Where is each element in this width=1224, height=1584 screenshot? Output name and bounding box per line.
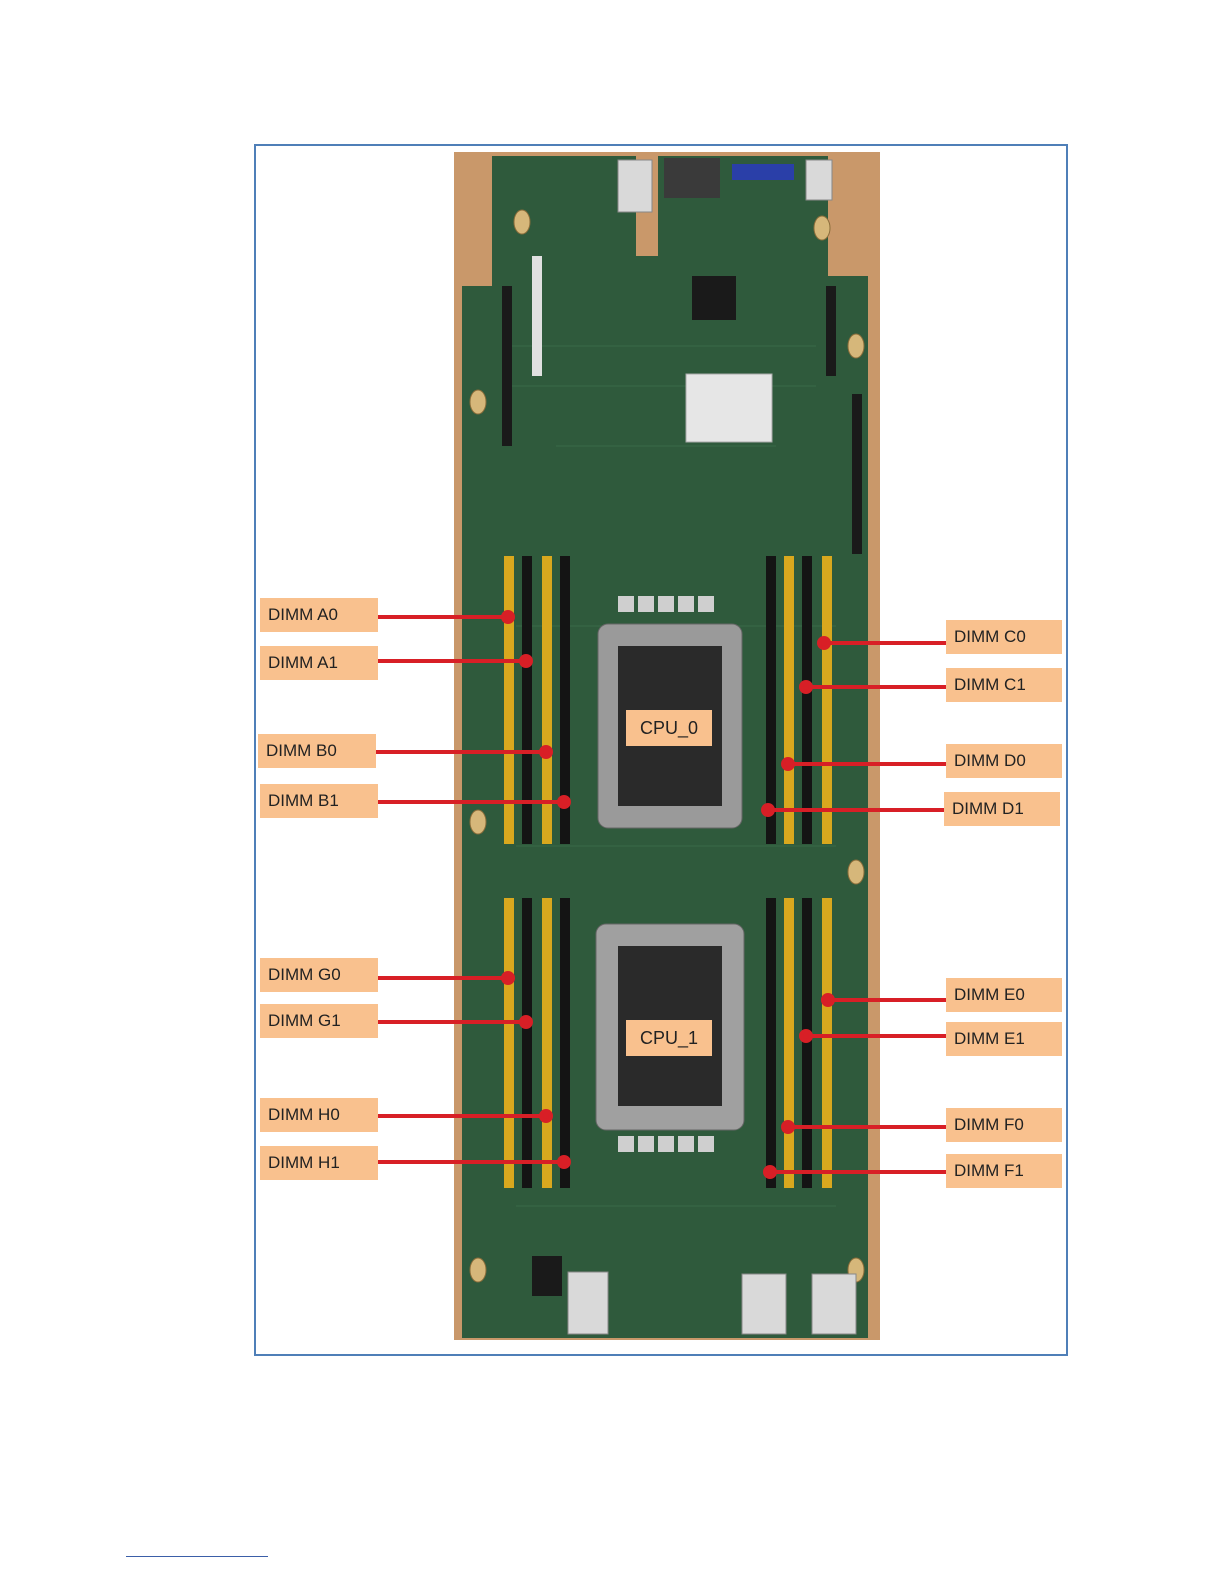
callout-dimm-f1: DIMM F1 bbox=[946, 1154, 1062, 1188]
callout-dimm-a0: DIMM A0 bbox=[260, 598, 378, 632]
motherboard-figure: DIMM A0 DIMM A1 DIMM B0 DIMM B1 DIMM G0 … bbox=[254, 144, 1068, 1356]
mount-hole bbox=[470, 390, 486, 414]
riser-slot bbox=[532, 256, 542, 376]
callout-dimm-b1: DIMM B1 bbox=[260, 784, 378, 818]
bottom-connector bbox=[742, 1274, 786, 1334]
bmc-chip bbox=[692, 276, 736, 320]
usb-port bbox=[806, 160, 832, 200]
mount-hole bbox=[470, 1258, 486, 1282]
bottom-connector bbox=[568, 1272, 608, 1334]
callout-dimm-h1: DIMM H1 bbox=[260, 1146, 378, 1180]
callout-dimm-b0: DIMM B0 bbox=[258, 734, 376, 768]
callout-dimm-h0: DIMM H0 bbox=[260, 1098, 378, 1132]
serial-port bbox=[664, 158, 720, 198]
mount-hole bbox=[514, 210, 530, 234]
callout-dimm-g0: DIMM G0 bbox=[260, 958, 378, 992]
callout-dimm-e1: DIMM E1 bbox=[946, 1022, 1062, 1056]
callout-dimm-e0: DIMM E0 bbox=[946, 978, 1062, 1012]
callout-dimm-g1: DIMM G1 bbox=[260, 1004, 378, 1038]
mount-hole bbox=[814, 216, 830, 240]
pcie-slot-right bbox=[826, 286, 836, 376]
chipset-heatsink bbox=[686, 374, 772, 442]
pcie-slot-left bbox=[502, 286, 512, 446]
mount-hole bbox=[470, 810, 486, 834]
mount-hole bbox=[848, 334, 864, 358]
pcie-slot-right-long bbox=[852, 394, 862, 554]
mount-hole bbox=[848, 860, 864, 884]
callout-dimm-c1: DIMM C1 bbox=[946, 668, 1062, 702]
cpu-1-label: CPU_1 bbox=[626, 1020, 712, 1056]
footnote-separator bbox=[126, 1556, 268, 1557]
vga-port bbox=[732, 164, 794, 180]
callout-dimm-c0: DIMM C0 bbox=[946, 620, 1062, 654]
bottom-connector bbox=[812, 1274, 856, 1334]
callout-dimm-d1: DIMM D1 bbox=[944, 792, 1060, 826]
bottom-connector bbox=[532, 1256, 562, 1296]
rj45-port bbox=[618, 160, 652, 212]
callout-dimm-f0: DIMM F0 bbox=[946, 1108, 1062, 1142]
callout-dimm-a1: DIMM A1 bbox=[260, 646, 378, 680]
callout-dimm-d0: DIMM D0 bbox=[946, 744, 1062, 778]
cpu-0-label: CPU_0 bbox=[626, 710, 712, 746]
